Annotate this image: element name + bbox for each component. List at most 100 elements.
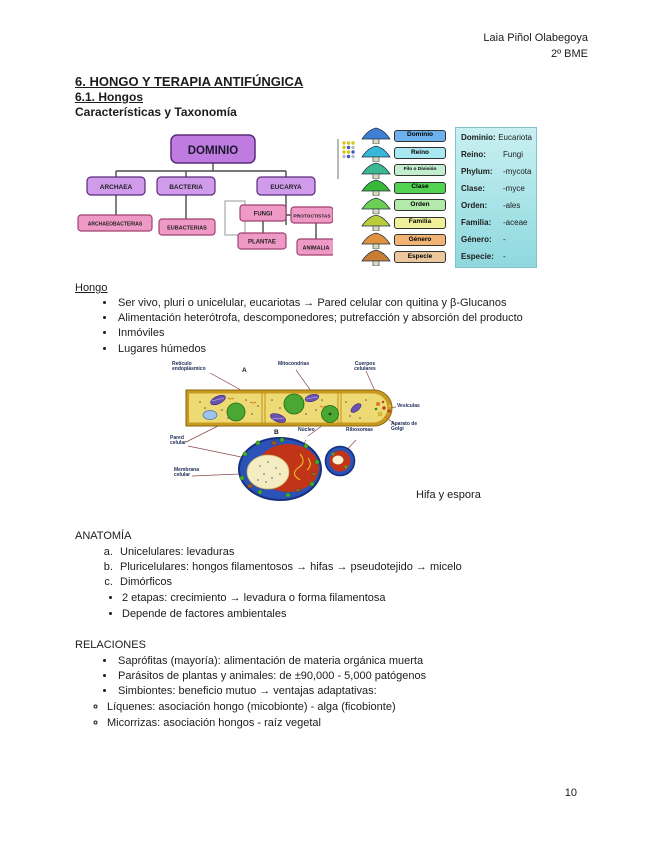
row-value: - — [503, 252, 506, 261]
relaciones-heading: RELACIONES — [75, 638, 146, 651]
tree-node-fungi-label: FUNGI — [254, 212, 273, 218]
tree-node-protoctistas-label: PROTOCTISTAS — [293, 214, 331, 220]
mushroom-icon — [361, 162, 391, 179]
figure-marker-b: B — [274, 428, 279, 436]
row-label: Especie: — [461, 252, 494, 261]
row-value: - — [503, 235, 506, 244]
dots-decoration-icon — [337, 139, 355, 179]
table-row: Especie:- — [461, 252, 532, 269]
tree-node-bacteria-label: BACTERIA — [169, 184, 203, 191]
mushroom-icon — [361, 127, 391, 145]
pyramid-label: Especie — [394, 251, 446, 264]
tree-node-archaea — [86, 176, 146, 196]
page-header: Laia Piñol Olabegoya 2º BME — [483, 30, 588, 62]
anatomia-sub-list: 2 etapas: crecimiento → levadura o forma… — [75, 591, 587, 621]
pyramid-level: Especie — [359, 249, 451, 266]
hongo-bullet-list: Ser vivo, pluri o unicelular, eucariotas… — [75, 296, 587, 357]
row-value: -ales — [503, 201, 521, 210]
row-value: Fungi — [503, 150, 524, 159]
hypha-organelles — [199, 393, 392, 423]
list-item: Micorrizas: asociación hongos - raíz veg… — [107, 716, 587, 731]
list-item: Dimórficos — [116, 575, 587, 590]
anatomia-heading: ANATOMÍA — [75, 529, 132, 542]
pyramid-label: Orden — [394, 199, 446, 212]
pyramid-label: Género — [394, 234, 446, 247]
label-pared-celular: Pared celular — [170, 434, 187, 447]
label-aparato-golgi: Aparato de Golgi — [391, 420, 418, 433]
tree-node-dominio-label: DOMINIO — [188, 145, 239, 157]
table-row: Dominio:Eucariota — [461, 133, 532, 150]
tree-node-animalia — [296, 238, 333, 256]
row-value: -myce — [503, 184, 525, 193]
tree-node-plantae-label: PLANTAE — [248, 240, 276, 246]
tree-node-plantae — [237, 232, 287, 250]
list-item: Parásitos de plantas y animales: de ±90,… — [116, 669, 587, 684]
row-label: Género: — [461, 235, 492, 244]
row-label: Clase: — [461, 184, 486, 193]
pyramid-level: Filo o División — [359, 162, 451, 179]
pyramid-label: Dominio — [394, 129, 446, 142]
tree-node-animalia-label: ANIMALIA — [303, 246, 330, 252]
row-label: Orden: — [461, 201, 488, 210]
tree-node-protoctistas — [290, 206, 333, 224]
pyramid-level: Reino — [359, 144, 451, 162]
course-name: 2º BME — [550, 48, 588, 60]
list-item: Depende de factores ambientales — [122, 607, 587, 622]
pyramid-label: Filo o División — [394, 164, 446, 177]
page-content: 6. HONGO Y TERAPIA ANTIFÚNGICA 6.1. Hong… — [75, 74, 587, 731]
label-ribosomas: Ribosomas — [346, 426, 373, 433]
row-value: -mycota — [503, 167, 532, 176]
taxonomy-suffix-table: Dominio:Eucariota Reino: Fungi Phylum: -my… — [455, 127, 537, 268]
hypha-spore-figure: Retículo endoplásmico A Mitocondrias Cue… — [170, 360, 481, 508]
label-nucleo: Núcleo — [298, 426, 315, 433]
table-row: Orden: -ales — [461, 201, 532, 218]
list-item: Unicelulares: levaduras — [116, 545, 587, 560]
mushroom-icon — [361, 197, 391, 214]
section-title: 6.1. Hongos — [75, 90, 144, 104]
pyramid-label: Familia — [394, 216, 446, 229]
row-label: Familia: — [461, 218, 492, 227]
mushroom-icon — [361, 145, 391, 162]
tree-node-dominio — [170, 134, 256, 164]
list-item: Simbiontes: beneficio mutuo → ventajas a… — [116, 684, 587, 699]
row-label: Dominio: — [461, 133, 496, 142]
list-item: Ser vivo, pluri o unicelular, eucariotas… — [116, 296, 587, 311]
taxonomy-diagram: DOMINIO ARCHAEA BACTERIA EUCARYA ARCHAEO… — [75, 127, 587, 272]
cell-illustration — [185, 369, 397, 501]
list-item: Líquenes: asociación hongo (micobionte) … — [107, 700, 587, 715]
pyramid-level: Orden — [359, 197, 451, 214]
relaciones-list: Saprófitas (mayoría): alimentación de ma… — [75, 654, 587, 700]
mushroom-icon — [361, 179, 391, 197]
label-mitocondrias: Mitocondrias — [278, 360, 310, 367]
list-item: Saprófitas (mayoría): alimentación de ma… — [116, 654, 587, 669]
row-label: Reino: — [461, 150, 486, 159]
label-vesiculas: Vesículas — [397, 402, 420, 409]
relaciones-sub-list: Líquenes: asociación hongo (micobionte) … — [75, 700, 587, 730]
domain-tree-diagram: DOMINIO ARCHAEA BACTERIA EUCARYA ARCHAEO… — [77, 134, 333, 256]
list-item: Pluricelulares: hongos filamentosos → hi… — [116, 560, 587, 575]
list-item: Alimentación heterótrofa, descomponedore… — [116, 311, 587, 326]
row-value: -aceae — [503, 218, 528, 227]
taxonomy-pyramid: Dominio Reino Filo o División Clase Orde… — [359, 127, 451, 266]
hypha-tip-vesicles — [374, 400, 392, 419]
section-subheading: Características y Taxonomía — [75, 105, 237, 119]
tree-node-bacteria — [156, 176, 216, 196]
mushroom-icon — [361, 214, 391, 232]
table-row: Reino: Fungi — [461, 150, 532, 167]
pyramid-label: Reino — [394, 147, 446, 160]
page-number: 10 — [564, 787, 577, 799]
page-title: 6. HONGO Y TERAPIA ANTIFÚNGICA — [75, 74, 304, 89]
figure-caption: Hifa y espora — [416, 488, 481, 501]
row-label: Phylum: — [461, 167, 493, 176]
pyramid-level: Clase — [359, 179, 451, 197]
table-row: Familia: -aceae — [461, 218, 532, 235]
pyramid-label: Clase — [394, 181, 446, 194]
label-membrana-celular: Membrana celular — [174, 466, 200, 479]
hongo-heading: Hongo — [75, 282, 108, 294]
table-row: Phylum: -mycota — [461, 167, 532, 184]
table-row: Género: - — [461, 235, 532, 252]
row-value: Eucariota — [498, 133, 532, 142]
tree-node-archaeobacterias — [77, 214, 153, 232]
tree-node-eucarya-label: EUCARYA — [270, 184, 302, 191]
